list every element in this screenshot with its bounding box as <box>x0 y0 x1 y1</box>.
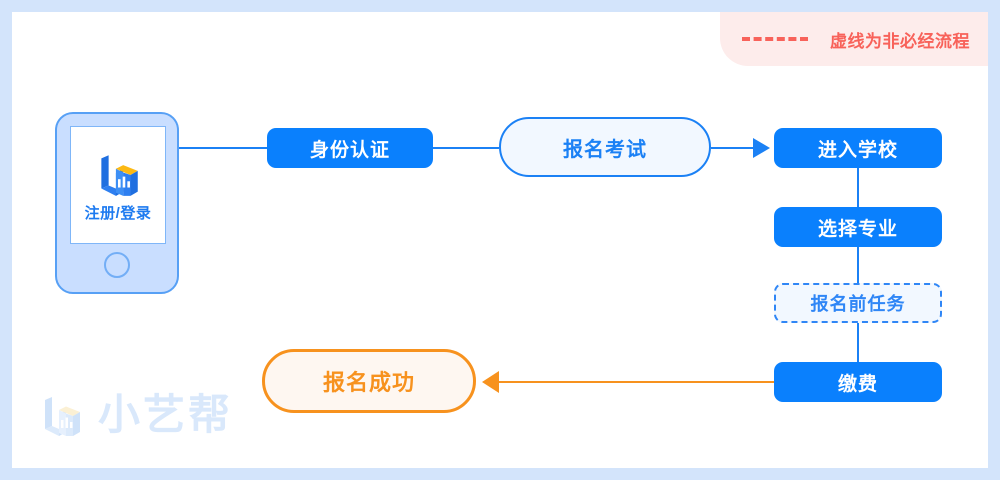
node-payment[interactable]: 缴费 <box>774 362 942 402</box>
dashed-line-icon <box>742 37 808 41</box>
phone-screen: 注册/登录 <box>70 126 166 244</box>
legend-banner: 虚线为非必经流程 <box>720 12 988 66</box>
frame-border-bottom <box>0 468 1000 480</box>
node-pre-registration-task[interactable]: 报名前任务 <box>774 283 942 323</box>
connector-pretask-to-payment <box>857 323 859 362</box>
frame-border-top <box>0 0 1000 12</box>
phone-illustration: 注册/登录 <box>55 112 179 294</box>
node-registration-success[interactable]: 报名成功 <box>262 349 476 413</box>
legend-label: 虚线为非必经流程 <box>830 31 970 51</box>
arrow-right-icon <box>753 138 770 158</box>
frame-border-left <box>0 0 12 480</box>
node-identity-verification[interactable]: 身份认证 <box>267 128 433 168</box>
connector-identity-to-exam <box>433 147 499 149</box>
watermark: 小艺帮 <box>36 390 233 440</box>
home-button-circle <box>104 252 130 278</box>
connector-exam-to-school <box>711 147 753 149</box>
brand-logo-icon <box>45 397 80 436</box>
arrow-left-icon <box>482 371 499 393</box>
node-enter-school[interactable]: 进入学校 <box>774 128 942 168</box>
app-logo-icon <box>101 154 138 196</box>
node-select-major[interactable]: 选择专业 <box>774 207 942 247</box>
node-exam-registration[interactable]: 报名考试 <box>499 117 711 177</box>
connector-phone-to-identity <box>179 147 267 149</box>
connector-major-to-pretask <box>857 247 859 283</box>
connector-payment-to-success <box>497 381 774 383</box>
connector-school-to-major <box>857 168 859 207</box>
frame-border-right <box>988 0 1000 480</box>
watermark-label: 小艺帮 <box>98 391 234 438</box>
phone-screen-label: 注册/登录 <box>84 204 152 222</box>
